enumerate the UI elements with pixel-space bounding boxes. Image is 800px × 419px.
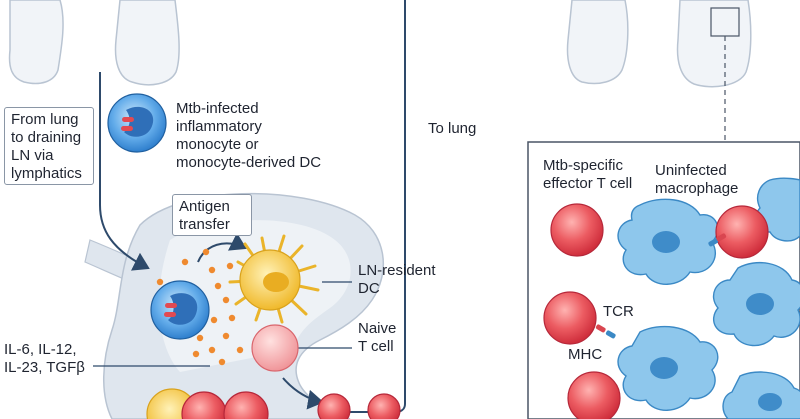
left-lung-left-lobe xyxy=(8,0,64,85)
ln-red-cell-bottom-2 xyxy=(223,391,269,419)
legend-mtb-bacterium-1 xyxy=(122,117,134,122)
from-lung-label: From lung to draining LN via lymphatics xyxy=(4,107,94,185)
right-lung-right-lobe xyxy=(676,0,752,88)
ln-mtb-bacterium-1 xyxy=(165,303,177,308)
legend-infected-monocyte xyxy=(107,93,167,153)
ln-resident-dc xyxy=(228,234,320,324)
effector-t-cell-2 xyxy=(715,205,769,259)
antigen-transfer-label: Antigen transfer xyxy=(172,194,252,236)
uninfected-macrophage-label: Uninfected macrophage xyxy=(655,162,739,197)
ln-resident-dc-label: LN-resident DC xyxy=(358,262,436,297)
right-lungs xyxy=(566,0,752,142)
mtb-specific-label: Mtb-specific effector T cell xyxy=(543,157,633,192)
macrophage-nuclei xyxy=(650,231,782,411)
effector-t-cell-1 xyxy=(550,203,604,257)
tcr-label: TCR xyxy=(603,303,634,320)
antigen-transfer-arrow xyxy=(197,232,247,263)
tcr-mhc-contacts xyxy=(595,233,727,339)
lung-to-ln-path xyxy=(99,72,150,271)
to-lung-label: To lung xyxy=(424,117,494,141)
connectors xyxy=(99,0,406,413)
ln-red-cell-bottom-4 xyxy=(367,393,401,419)
macrophage-4 xyxy=(722,371,800,419)
right-lung-left-lobe xyxy=(566,0,629,85)
mhc-label: MHC xyxy=(568,346,603,363)
ln-mtb-bacterium-2 xyxy=(164,312,176,317)
effector-t-cell-3 xyxy=(543,291,597,345)
naive-t-cell-label: Naive T cell xyxy=(358,320,397,355)
ln-red-cell-bottom-3 xyxy=(317,393,351,419)
ln-monocyte-nucleus xyxy=(168,293,198,325)
effector-t-cells xyxy=(543,203,769,419)
naive-t-cell xyxy=(251,324,299,372)
antigen-dots xyxy=(156,248,244,366)
legend-mtb-bacterium-2 xyxy=(121,126,133,131)
mtb-infected-label: Mtb-infected inflammatory monocyte or mo… xyxy=(176,100,322,171)
zoom-panel xyxy=(527,141,800,419)
ln-cells xyxy=(146,234,401,419)
naive-to-effector-arrow xyxy=(282,377,324,410)
effector-t-cell-4 xyxy=(567,371,621,419)
cytokines-label: IL-6, IL-12, IL-23, TGFβ xyxy=(4,341,85,376)
left-lungs xyxy=(8,0,180,86)
left-lung-right-lobe xyxy=(114,0,180,86)
